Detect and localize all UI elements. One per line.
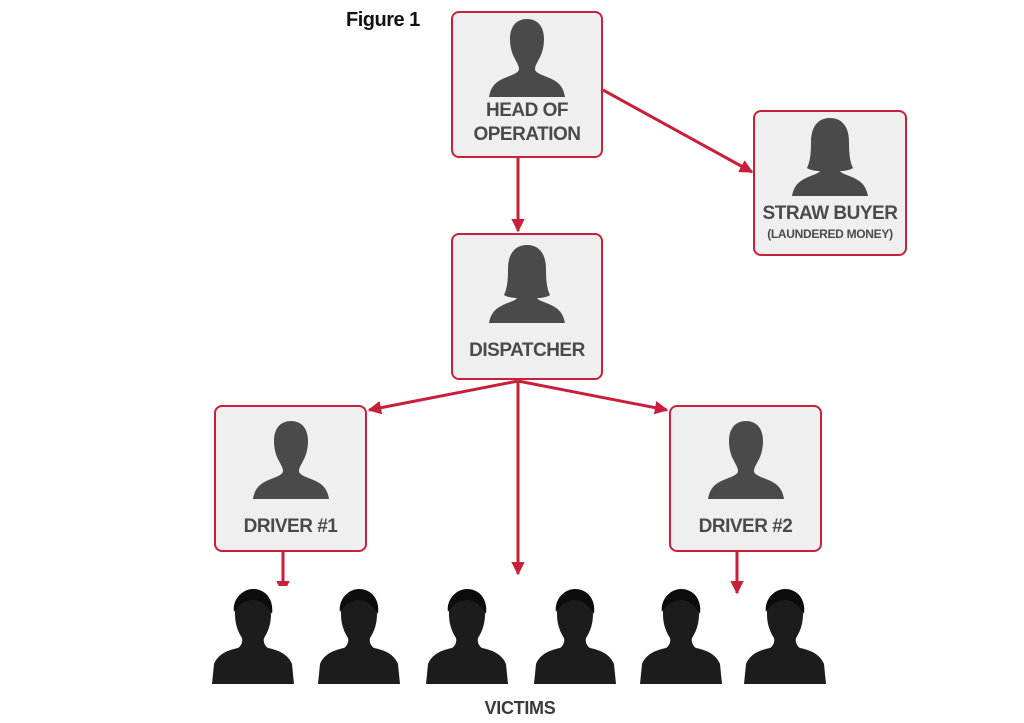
victim-silhouette	[532, 586, 618, 684]
victim-silhouette-icon	[212, 589, 294, 684]
victim-silhouette-icon	[640, 589, 722, 684]
driver-1-node: DRIVER #1	[214, 405, 367, 552]
head-of-operation-node: HEAD OF OPERATION	[451, 11, 603, 158]
male-silhouette-icon	[707, 421, 784, 499]
edge-dispatcher-to-driver2	[517, 379, 669, 415]
edge-head-to-straw-buyer	[602, 88, 754, 174]
node-label: DISPATCHER	[469, 340, 585, 361]
victim-silhouette	[210, 586, 296, 684]
victim-silhouette-icon	[534, 589, 616, 684]
victim-silhouette	[638, 586, 724, 684]
driver-2-node: DRIVER #2	[669, 405, 822, 552]
male-silhouette-icon	[489, 19, 565, 97]
node-label: DRIVER #2	[698, 516, 793, 537]
victim-silhouette	[316, 586, 402, 684]
victim-silhouette	[424, 586, 510, 684]
female-silhouette-icon	[792, 118, 868, 196]
victim-silhouette-icon	[426, 589, 508, 684]
edge-dispatcher-to-driver1	[367, 379, 519, 415]
figure-caption: Figure 1	[346, 9, 420, 31]
female-silhouette-icon	[489, 245, 565, 323]
node-label-line2: OPERATION	[473, 124, 581, 145]
victim-silhouette-icon	[318, 589, 400, 684]
victim-silhouette-icon	[744, 589, 826, 684]
victims-label: VICTIMS	[484, 698, 556, 718]
victims-group	[210, 586, 830, 684]
victim-silhouette	[742, 586, 828, 684]
node-label: DRIVER #1	[243, 516, 338, 537]
male-silhouette-icon	[252, 421, 329, 499]
node-label-line1: HEAD OF	[486, 100, 569, 121]
straw-buyer-node: STRAW BUYER (LAUNDERED MONEY)	[753, 110, 907, 256]
dispatcher-node: DISPATCHER	[451, 233, 603, 380]
node-sublabel: (LAUNDERED MONEY)	[767, 227, 893, 241]
node-label: STRAW BUYER	[762, 203, 898, 224]
